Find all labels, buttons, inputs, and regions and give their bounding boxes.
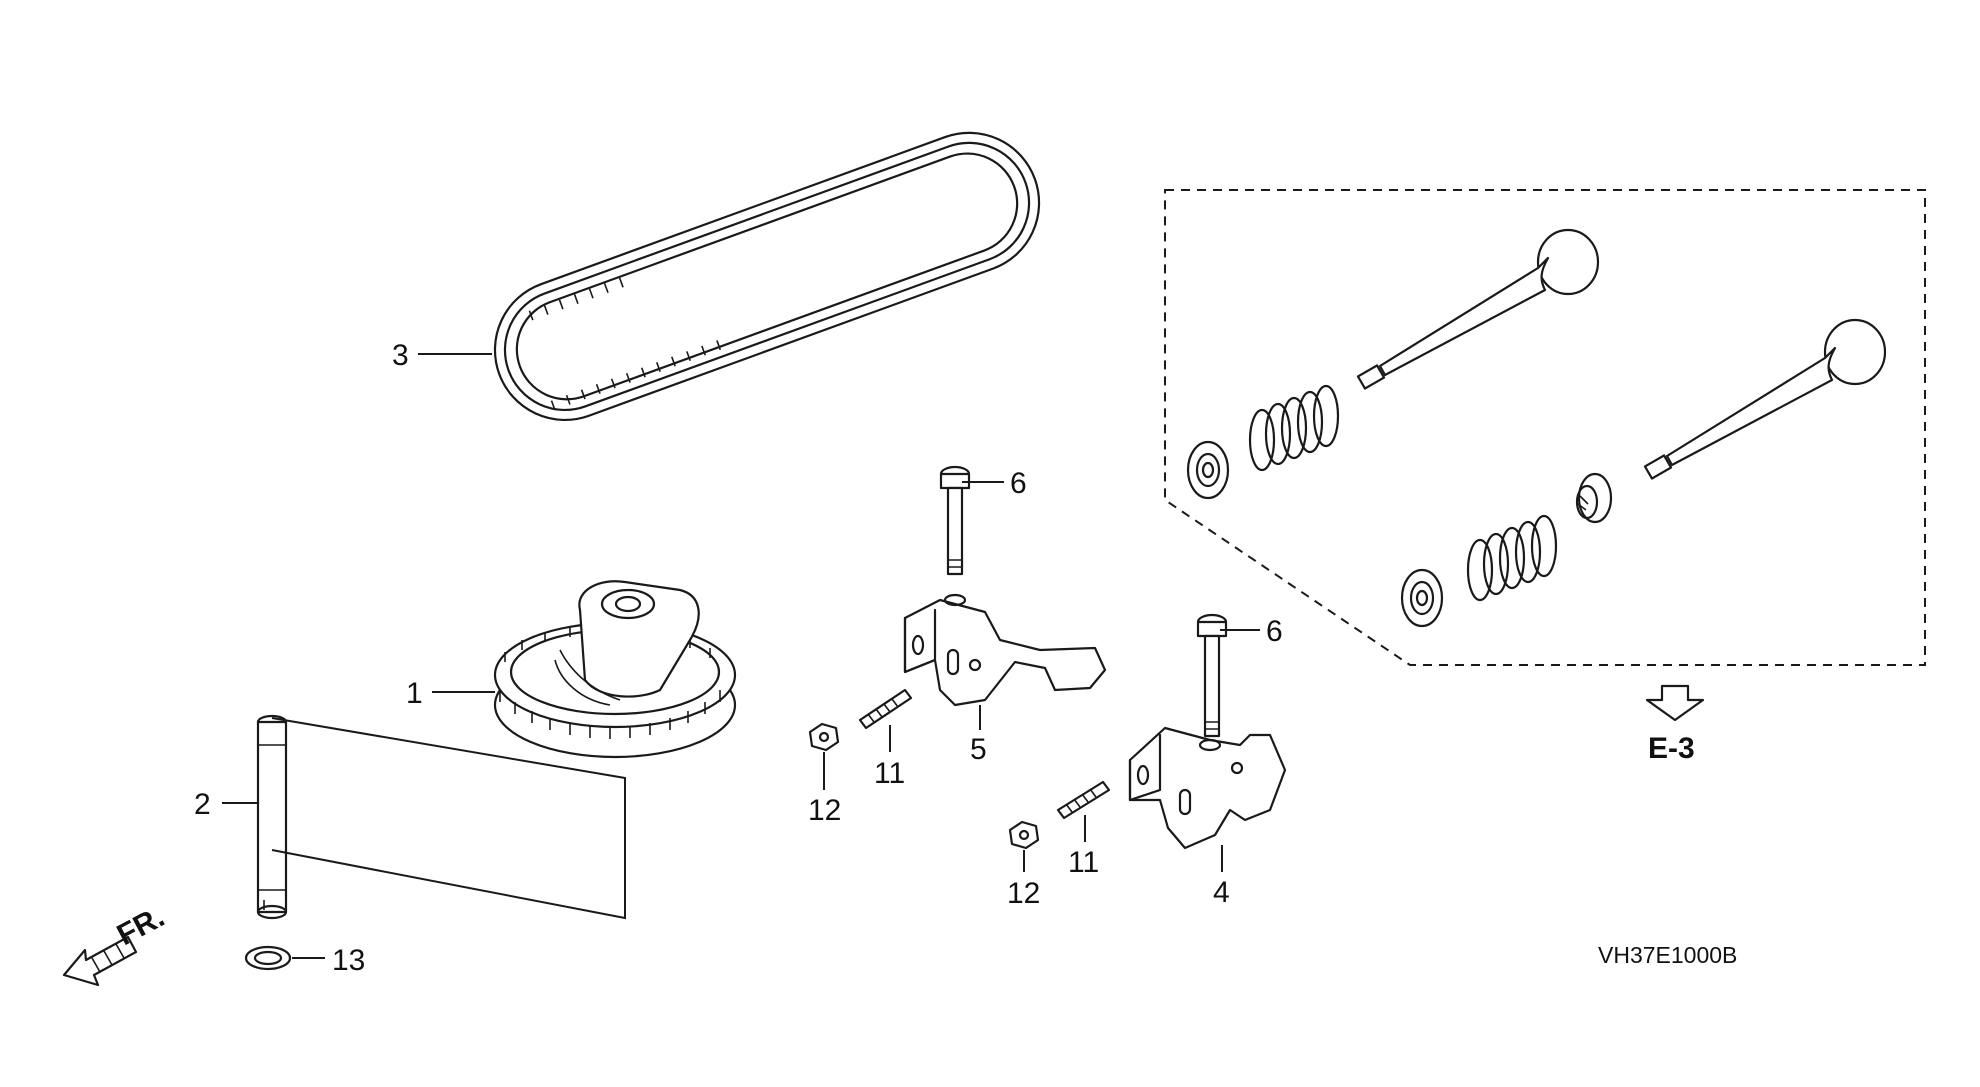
callout-5: 5 — [970, 733, 987, 766]
valve-kit-outline — [1164, 189, 1926, 666]
valve-spring-upper — [1248, 384, 1340, 472]
front-direction-arrow — [62, 935, 138, 987]
spring-retainer-lower — [1400, 568, 1444, 628]
reference-label: E-3 — [1648, 732, 1695, 765]
camshaft-pin — [256, 714, 288, 920]
nut-upper — [808, 722, 840, 752]
washer — [244, 945, 292, 971]
valve-rotator — [1575, 472, 1613, 524]
exhaust-valve — [1643, 318, 1887, 480]
callout-3: 3 — [392, 339, 409, 372]
callout-2: 2 — [194, 788, 211, 821]
callout-13: 13 — [332, 944, 365, 977]
camshaft-pulley — [493, 580, 737, 759]
callout-6-upper: 6 — [1010, 467, 1027, 500]
callout-6-lower: 6 — [1266, 615, 1283, 648]
diagram-code: VH37E1000B — [1598, 942, 1737, 968]
assembly-bracket-line — [271, 717, 626, 920]
callout-12-lower: 12 — [1007, 877, 1040, 910]
adjusting-screw-lower — [1056, 780, 1111, 820]
adjusting-screw-upper — [858, 688, 913, 730]
leader-lines — [222, 353, 1260, 959]
spring-retainer-upper — [1186, 440, 1230, 500]
rocker-arm-upper — [903, 593, 1107, 707]
valve-spring-lower — [1466, 514, 1558, 602]
callout-1: 1 — [406, 677, 423, 710]
nut-lower — [1008, 820, 1040, 850]
callout-4: 4 — [1213, 876, 1230, 909]
bolt-lower — [1196, 613, 1228, 738]
callout-11-lower: 11 — [1068, 846, 1099, 879]
timing-belt — [493, 131, 1041, 422]
callout-11-upper: 11 — [874, 757, 905, 790]
rocker-arm-lower — [1128, 726, 1287, 850]
bolt-upper — [939, 465, 971, 576]
reference-arrow — [1645, 684, 1705, 722]
callout-12-upper: 12 — [808, 794, 841, 827]
intake-valve — [1356, 228, 1600, 390]
